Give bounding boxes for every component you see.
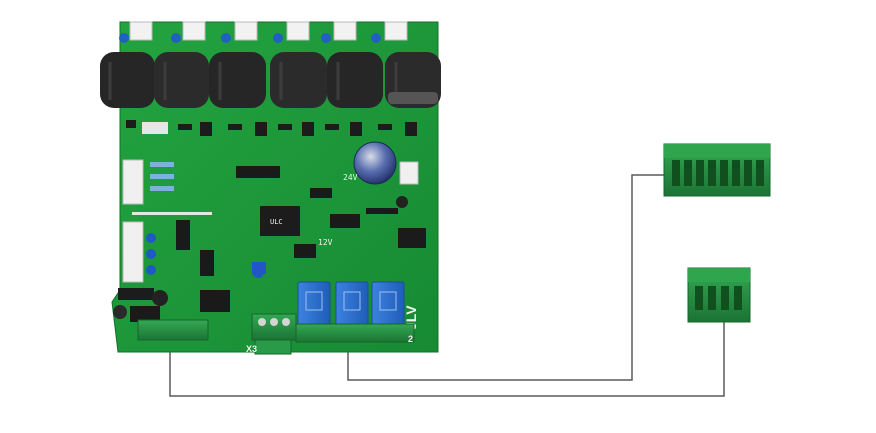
electrolytic-capacitor: 24V xyxy=(343,141,397,185)
board-terminal-blocks xyxy=(137,313,415,355)
connector-x3-label: X3 xyxy=(246,344,257,354)
voltage-12v-label: 12V xyxy=(318,238,333,247)
relay-group xyxy=(297,281,405,331)
wire-bottom xyxy=(169,322,725,397)
voltage-24v-label: 24V xyxy=(343,173,358,182)
wire-top xyxy=(347,174,664,381)
regulator-strip xyxy=(366,208,398,214)
inductor-row xyxy=(100,52,441,108)
black-jack-right xyxy=(398,228,426,248)
white-header xyxy=(142,122,168,134)
connector-x2-label: 2 xyxy=(408,334,413,344)
small-cap-right xyxy=(396,196,408,208)
white-jack-right xyxy=(399,161,419,185)
loose-terminal-block-large xyxy=(663,143,771,197)
blue-trimmer xyxy=(252,262,266,274)
signal-wires xyxy=(169,174,725,397)
left-headers xyxy=(122,159,212,283)
chip-label: ULC xyxy=(270,218,283,226)
pcb-board: ULC 24V 12V JLV xyxy=(100,21,441,355)
loose-terminal-block-small xyxy=(687,267,751,323)
power-components xyxy=(113,288,230,322)
ic-cluster: ULC xyxy=(176,166,360,276)
top-connectors xyxy=(119,21,408,43)
smd-strip xyxy=(126,120,417,136)
